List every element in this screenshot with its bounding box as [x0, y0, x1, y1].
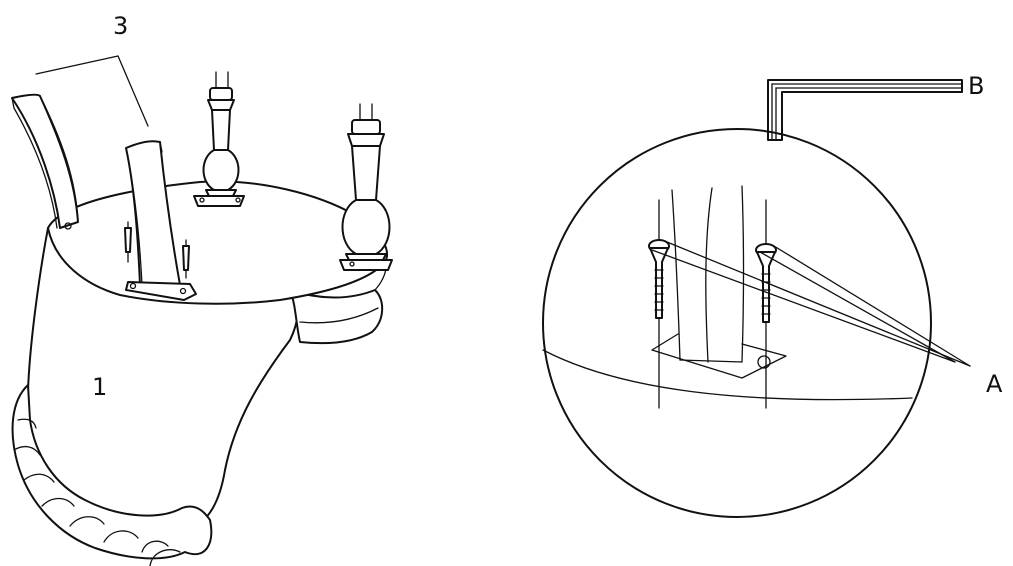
turned-leg-front	[339, 103, 393, 271]
detail-post	[651, 185, 787, 379]
backrest-post-left	[11, 93, 79, 230]
seat-edge-line	[542, 349, 913, 401]
seat-bottom-rolls	[11, 384, 213, 566]
seat-side-rail	[289, 289, 384, 345]
label-seat: 1	[92, 373, 107, 401]
label-allen-key: B	[968, 72, 984, 100]
chair-seat-assembly: 3 1	[11, 12, 393, 566]
allen-key: B	[767, 72, 984, 141]
screw-left	[124, 221, 132, 263]
label-backrest-posts: 3	[113, 12, 128, 40]
magnifier-circle	[542, 128, 932, 518]
detail-screw-left	[648, 239, 670, 319]
screw-right	[182, 239, 190, 279]
label-screws: A	[986, 370, 1003, 398]
backrest-post-right	[125, 140, 197, 301]
callout-a: A	[651, 241, 1003, 398]
turned-leg-back	[193, 71, 245, 207]
detail-magnifier: B	[542, 72, 1003, 518]
callout-3: 3	[35, 12, 149, 127]
